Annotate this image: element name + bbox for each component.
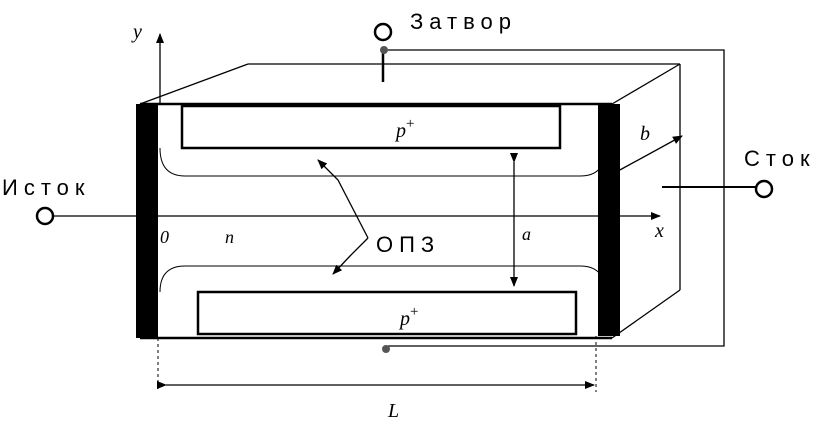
- n-region-label: n: [225, 227, 234, 247]
- gate-wire-loop: [388, 49, 725, 347]
- depletion-label: ОПЗ: [376, 232, 440, 257]
- dim-L: [157, 336, 597, 392]
- depletion-boundary-bottom: [159, 265, 606, 293]
- dim-L-label: L: [387, 400, 399, 422]
- box-bottom-right-edge: [611, 289, 681, 339]
- y-axis-label: y: [131, 21, 142, 43]
- device-box: [139, 63, 681, 340]
- gate-node-bottom: [382, 345, 390, 353]
- gate-node-top: [380, 46, 388, 54]
- dim-a-label: a: [522, 224, 531, 244]
- source-terminal: [35, 206, 55, 226]
- depletion-boundaries: [159, 147, 606, 293]
- depletion-leader-bottom: [332, 237, 369, 275]
- dim-b-line: [608, 135, 683, 179]
- x-axis-label: x: [654, 220, 664, 242]
- depletion-boundary-top: [159, 147, 606, 177]
- drain-contact: [598, 104, 620, 336]
- p-plus-bottom-region: [196, 290, 578, 336]
- source-label: Исток: [2, 175, 91, 200]
- p-plus-top-label: p+: [394, 116, 414, 142]
- origin-label: 0: [160, 227, 169, 247]
- depletion-leader-top: [317, 159, 369, 239]
- box-top-left-edge: [139, 63, 249, 105]
- p-plus-bottom-label: p+: [398, 304, 418, 330]
- gate-terminal: [373, 22, 393, 42]
- gate-label: Затвор: [410, 9, 517, 34]
- box-top-right-edge: [611, 63, 681, 105]
- dim-b-label: b: [640, 123, 650, 145]
- drain-terminal: [754, 179, 774, 199]
- drain-label: Сток: [744, 146, 816, 171]
- p-plus-top-region: [180, 104, 562, 150]
- source-contact: [136, 104, 158, 338]
